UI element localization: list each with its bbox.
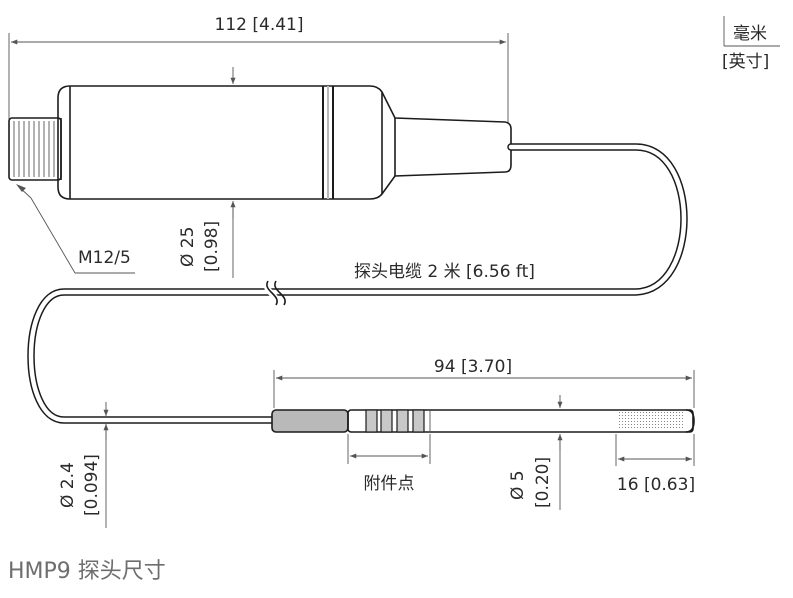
attachment-points-dimension: 附件点 xyxy=(347,434,431,494)
units-legend: 毫米 [英寸] xyxy=(722,16,780,72)
probe-body xyxy=(57,85,512,200)
filter-length-dimension: 16 [0.63] xyxy=(615,434,695,495)
attachment-points-label: 附件点 xyxy=(364,474,415,494)
body-grooves xyxy=(322,86,334,199)
connector-label: M12/5 xyxy=(78,248,131,268)
cable-diameter-dimension: Ø 2.4 [0.094] xyxy=(58,402,109,528)
attachment-rings xyxy=(365,409,431,433)
body-diameter-dimension: Ø 25 [0.98] xyxy=(178,67,236,278)
filter-length-label: 16 [0.63] xyxy=(617,475,695,495)
sensor-filter xyxy=(618,412,684,430)
probe-length-dimension: 94 [3.70] xyxy=(273,357,695,408)
total-length-dimension: 112 [4.41] xyxy=(8,15,509,123)
probe-diameter-value-label: Ø 5 xyxy=(508,470,528,500)
units-mm-label: 毫米 xyxy=(733,24,767,44)
body-diameter-value-label: Ø 25 xyxy=(178,227,198,267)
cable-diameter-inch-label: [0.094] xyxy=(82,454,102,516)
probe-length-label: 94 [3.70] xyxy=(434,357,512,377)
figure-caption: HMP9 探头尺寸 xyxy=(8,559,166,584)
units-inch-label: [英寸] xyxy=(722,52,769,72)
cable-diameter-value-label: Ø 2.4 xyxy=(58,462,78,508)
probe-diameter-dimension: Ø 5 [0.20] xyxy=(508,395,563,510)
cable-length-label: 探头电缆 2 米 [6.56 ft] xyxy=(354,262,535,282)
probe-diameter-inch-label: [0.20] xyxy=(533,457,553,508)
total-length-label: 112 [4.41] xyxy=(215,15,304,35)
probe-cable: 探头电缆 2 米 [6.56 ft] xyxy=(27,143,688,424)
body-diameter-inch-label: [0.98] xyxy=(202,221,222,272)
connector-m12 xyxy=(8,117,62,181)
connector-thread xyxy=(13,121,55,177)
probe-tip xyxy=(271,409,695,433)
connector-leader: M12/5 xyxy=(16,184,135,274)
